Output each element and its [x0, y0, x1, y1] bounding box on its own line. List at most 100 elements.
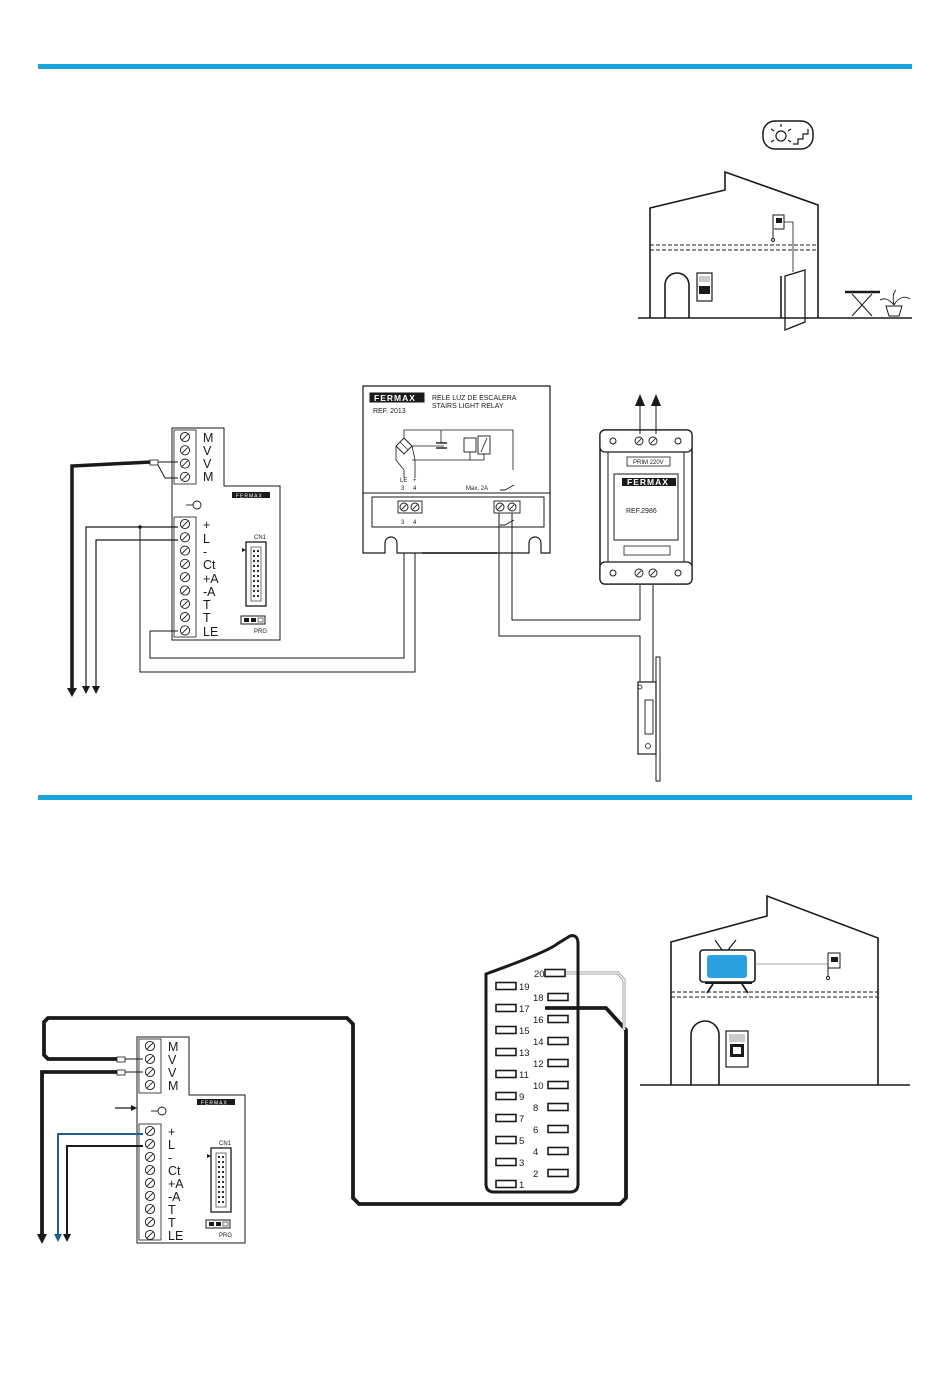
decoder2-bottom-terminal-label: Ct: [168, 1164, 181, 1178]
decoder-top-terminal-label: V: [203, 444, 212, 458]
terminal-screw: [635, 437, 643, 445]
connector-pin: [222, 1191, 224, 1193]
terminal-screw: [145, 1230, 154, 1239]
decoder-module-bottom: [115, 1037, 245, 1243]
bus-arrows-bottom: [37, 1234, 71, 1244]
terminal-screw: [145, 1054, 154, 1063]
decoder2-top-terminal-label: M: [168, 1079, 178, 1093]
decoder-top-terminal-label: M: [203, 431, 213, 445]
scart-pin: [548, 1038, 568, 1045]
scart-pin: [496, 1115, 516, 1122]
scart-pin: [548, 1104, 568, 1111]
tv-icon: [700, 940, 828, 993]
terminal-screw: [496, 503, 504, 511]
decoder-bottom-terminal-label: L: [203, 532, 210, 546]
decoder2-bottom-terminal-label: T: [168, 1203, 176, 1217]
decoder2-bottom-terminal-label: T: [168, 1216, 176, 1230]
connector-pin: [253, 580, 255, 582]
scart-pin: [548, 1126, 568, 1133]
terminal-screw: [180, 613, 189, 622]
terminal-screw: [145, 1041, 154, 1050]
scart-pin: [548, 1016, 568, 1023]
decoder-bottom-terminal-label: +A: [203, 572, 219, 586]
relay-brand-text: FERMAX: [374, 393, 416, 403]
connector-pin: [222, 1156, 224, 1158]
terminal-screw: [145, 1139, 154, 1148]
connector-pin: [257, 595, 259, 597]
decoder-bottom-terminal-label: LE: [203, 625, 218, 639]
terminal-screw: [400, 503, 408, 511]
decoder-bottom-terminal-label: Ct: [203, 558, 216, 572]
scart-pin-label: 10: [533, 1081, 544, 1092]
monitor-icon-top: [772, 215, 794, 272]
transformer: [600, 430, 692, 584]
section-rule-top: [38, 64, 912, 69]
scart-pin-label: 13: [519, 1048, 530, 1059]
connector-pin: [253, 585, 255, 587]
relay-title-es: RELE LUZ DE ESCALERA: [432, 395, 517, 402]
transformer-ref: REF.2986: [626, 508, 657, 515]
terminal-screw: [145, 1067, 154, 1076]
connector-pin: [218, 1171, 220, 1173]
decoder-prg-label: PRG: [254, 629, 267, 635]
decoder2-top-terminal-label: M: [168, 1040, 178, 1054]
decoder2-bottom-terminal-label: LE: [168, 1229, 183, 1243]
relay-max-current: Max. 2A: [466, 486, 488, 492]
scart-pin-label: 5: [519, 1136, 524, 1147]
decoder2-top-terminal-label: V: [168, 1053, 177, 1067]
terminal-screw: [180, 573, 189, 582]
scart-pin: [496, 1137, 516, 1144]
relay-label-le: LE: [400, 478, 407, 484]
terminal-screw: [180, 519, 189, 528]
scart-pin-label: 9: [519, 1092, 524, 1103]
decoder-bottom-terminal-label: +: [203, 518, 210, 532]
scart-pin-label: 11: [519, 1070, 529, 1081]
terminal-screw: [180, 599, 189, 608]
scart-pin: [548, 1148, 568, 1155]
terminal-screw: [411, 503, 419, 511]
connector-pin: [257, 560, 259, 562]
terminal-screw: [145, 1217, 154, 1226]
decoder2-cn1-label: CN1: [219, 1141, 232, 1147]
scart-pin: [496, 1071, 516, 1078]
scart-pin-label: 15: [519, 1026, 530, 1037]
terminal-screw: [145, 1178, 154, 1187]
connector-pin: [222, 1166, 224, 1168]
terminal-screw: [145, 1152, 154, 1161]
door-panel-icon-bottom: [726, 1031, 748, 1067]
connector-pin: [253, 565, 255, 567]
connector-pin: [218, 1186, 220, 1188]
scart-pin-label: 7: [519, 1114, 524, 1125]
bus-wires-bottom: [42, 973, 626, 1236]
terminal-screw: [145, 1165, 154, 1174]
decoder-bottom-terminal-label: T: [203, 598, 211, 612]
scart-pin: [548, 1170, 568, 1177]
decoder2-bottom-terminal-label: +A: [168, 1177, 184, 1191]
scart-pin: [496, 983, 516, 990]
connector-pin: [253, 570, 255, 572]
connector-pin: [218, 1166, 220, 1168]
door-panel-icon-top: [697, 273, 712, 301]
connector-pin: [222, 1201, 224, 1203]
house-icon-bottom: [640, 896, 910, 1085]
terminal-screw: [180, 472, 189, 481]
terminal-screw: [180, 586, 189, 595]
connector-pin: [257, 550, 259, 552]
scart-pin-label: 4: [533, 1147, 538, 1158]
scart-pin: [548, 994, 568, 1001]
terminal-screw: [635, 569, 643, 577]
connector-pin: [253, 550, 255, 552]
transformer-brand-text: FERMAX: [627, 477, 669, 487]
connector-pin: [257, 565, 259, 567]
scart-pin: [496, 1159, 516, 1166]
scart-pin: [496, 1049, 516, 1056]
house-icon-top: [638, 172, 912, 330]
scart-pin-label: 2: [533, 1169, 538, 1180]
connector-pin: [222, 1171, 224, 1173]
scart-pin-label: 8: [533, 1103, 538, 1114]
terminal-screw: [649, 437, 657, 445]
decoder-bottom-terminal-label: -A: [203, 585, 216, 599]
scart-pin-label: 1: [519, 1180, 524, 1191]
connector-pin: [257, 555, 259, 557]
